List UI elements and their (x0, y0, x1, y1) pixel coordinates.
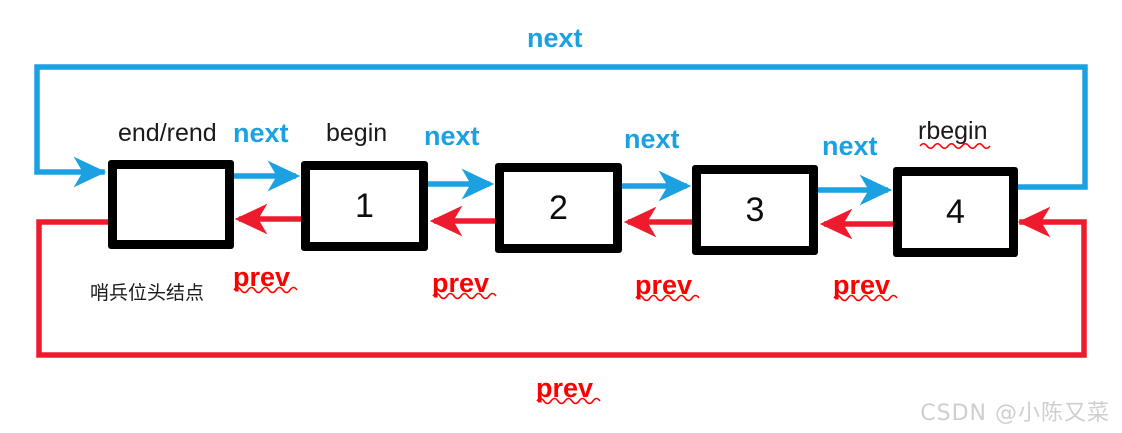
node-value-4: 4 (946, 193, 965, 231)
label-next-sentinel-to-1: next (233, 118, 289, 148)
label-prev-2-to-1: prev (432, 268, 490, 298)
label-prev-wraparound: prev (536, 373, 594, 403)
prev-arrow-wraparound (36, 206, 1087, 358)
node-value-3: 3 (745, 191, 765, 229)
node-value-2: 2 (549, 189, 568, 227)
node-value-1: 1 (355, 187, 374, 225)
node-box-2[interactable]: 2 (495, 163, 622, 253)
node-box-4[interactable]: 4 (893, 167, 1018, 257)
label-next-wraparound: next (527, 23, 583, 53)
spellcheck-squiggle-layer (233, 142, 991, 405)
label-next-1-to-2: next (424, 121, 480, 151)
label-prev-4-to-3: prev (833, 270, 891, 300)
label-next-3-to-4: next (822, 131, 878, 161)
label-rbegin: rbegin (918, 117, 988, 145)
label-prev-3-to-2: prev (635, 270, 693, 300)
node-box-1[interactable]: 1 (301, 161, 428, 251)
next-arrow-wraparound (34, 64, 1088, 190)
label-end-rend: end/rend (118, 119, 217, 147)
label-sentinel-note: 哨兵位头结点 (90, 282, 205, 304)
csdn-watermark: CSDN @小陈又菜 (920, 401, 1110, 426)
node-box-3[interactable]: 3 (692, 165, 818, 255)
label-begin: begin (326, 119, 388, 147)
label-next-2-to-3: next (624, 124, 680, 154)
label-prev-1-to-sentinel: prev (233, 262, 291, 292)
node-box-sentinel[interactable] (108, 160, 234, 249)
